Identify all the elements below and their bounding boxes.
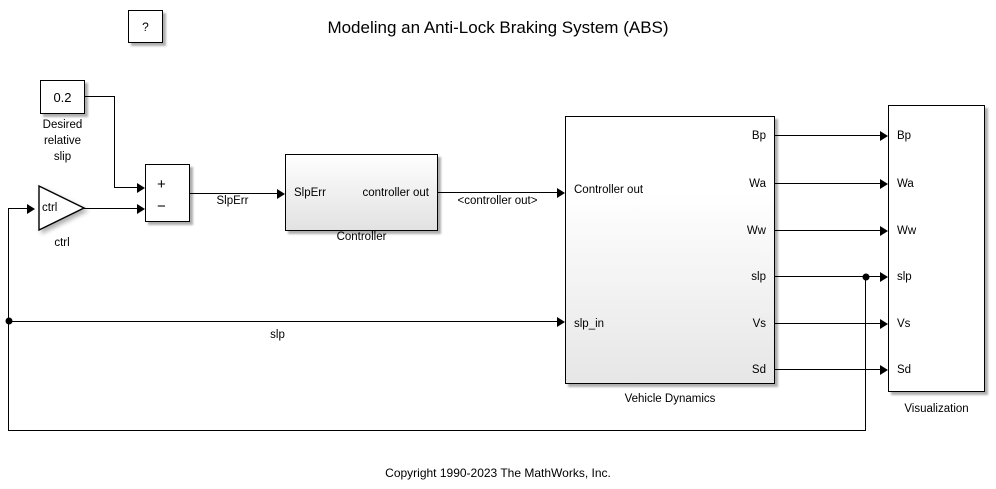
wire-gain-to-sum bbox=[84, 208, 137, 210]
wire-sd bbox=[775, 369, 880, 371]
signal-label-slperr: SlpErr bbox=[216, 195, 249, 207]
vehicle-output-port-vs: Vs bbox=[752, 318, 766, 330]
controller-input-port-label: SlpErr bbox=[294, 187, 326, 199]
arrow-viz-vs-input bbox=[880, 319, 888, 329]
gain-block-value: ctrl bbox=[42, 202, 58, 214]
wire-vs bbox=[775, 323, 880, 325]
wire-controller-to-vehicle bbox=[438, 192, 557, 194]
signal-label-slp: slp bbox=[270, 329, 285, 341]
help-button[interactable]: ? bbox=[128, 10, 163, 43]
constant-value: 0.2 bbox=[53, 89, 72, 105]
question-mark-icon: ? bbox=[142, 19, 149, 34]
arrow-gain-input bbox=[27, 204, 35, 214]
vehicle-input-port-slp-in: slp_in bbox=[574, 318, 605, 330]
wire-slp-feedback-bottom bbox=[8, 430, 866, 432]
arrow-viz-sd-input bbox=[880, 365, 888, 375]
gain-block-caption: ctrl bbox=[54, 237, 70, 249]
viz-input-port-sd: Sd bbox=[897, 364, 912, 376]
arrow-sum-minus-input bbox=[137, 204, 145, 214]
vehicle-output-port-bp: Bp bbox=[751, 130, 766, 142]
wire-slp-out bbox=[775, 276, 880, 278]
signal-label-controller-out: <controller out> bbox=[457, 195, 538, 207]
constant-block-caption-line1: Desired bbox=[42, 119, 83, 131]
viz-input-port-ww: Ww bbox=[897, 225, 917, 237]
controller-output-port-label: controller out bbox=[362, 187, 429, 199]
vehicle-output-port-ww: Ww bbox=[746, 225, 766, 237]
wire-constant-to-sum-h2 bbox=[114, 187, 137, 189]
vehicle-output-port-wa: Wa bbox=[749, 178, 766, 190]
visualization-block-caption: Visualization bbox=[904, 403, 969, 415]
viz-input-port-wa: Wa bbox=[897, 178, 914, 190]
constant-block-caption-line2: relative bbox=[43, 135, 82, 147]
wire-constant-to-sum-h1 bbox=[85, 96, 115, 98]
arrow-viz-wa-input bbox=[880, 179, 888, 189]
constant-block-desired-slip[interactable]: 0.2 bbox=[40, 80, 85, 114]
wire-bp bbox=[775, 135, 880, 137]
wire-wa bbox=[775, 183, 880, 185]
arrow-vehicle-controller-out-input bbox=[557, 188, 565, 198]
constant-block-caption-line3: slip bbox=[53, 151, 72, 163]
arrow-vehicle-slp-in-input bbox=[557, 317, 565, 327]
arrow-controller-input bbox=[277, 189, 285, 199]
viz-input-port-slp: slp bbox=[897, 271, 912, 283]
vehicle-input-port-controller-out: Controller out bbox=[574, 184, 644, 196]
viz-input-port-bp: Bp bbox=[897, 130, 912, 142]
sum-minus-sign: − bbox=[157, 198, 166, 215]
arrow-viz-ww-input bbox=[880, 226, 888, 236]
wire-slp-to-vehicle-slp-in bbox=[8, 321, 557, 323]
viz-input-port-vs: Vs bbox=[897, 318, 911, 330]
controller-subsystem-block[interactable]: SlpErr controller out bbox=[285, 154, 438, 231]
vehicle-dynamics-block-caption: Vehicle Dynamics bbox=[624, 393, 716, 405]
wire-sum-to-controller bbox=[190, 193, 277, 195]
sum-block[interactable]: + − bbox=[145, 164, 190, 222]
wire-slp-feedback-v bbox=[865, 276, 867, 431]
vehicle-output-port-slp: slp bbox=[751, 271, 766, 283]
controller-block-caption: Controller bbox=[336, 231, 387, 243]
arrow-sum-plus-input bbox=[137, 183, 145, 193]
arrow-viz-bp-input bbox=[880, 131, 888, 141]
visualization-subsystem-block[interactable]: Bp Wa Ww slp Vs Sd bbox=[888, 105, 985, 392]
wire-feedback-to-gain-h bbox=[8, 208, 28, 210]
arrow-viz-slp-input bbox=[880, 272, 888, 282]
page-title: Modeling an Anti-Lock Braking System (AB… bbox=[327, 18, 669, 37]
sum-plus-sign: + bbox=[157, 176, 166, 193]
wire-constant-to-sum-v bbox=[114, 96, 116, 188]
vehicle-dynamics-subsystem-block[interactable]: Controller out slp_in Bp Wa Ww slp Vs Sd bbox=[565, 116, 775, 384]
vehicle-output-port-sd: Sd bbox=[751, 364, 766, 376]
wire-ww bbox=[775, 230, 880, 232]
copyright-text: Copyright 1990-2023 The MathWorks, Inc. bbox=[385, 466, 611, 480]
gain-block-ctrl[interactable]: ctrl bbox=[38, 184, 86, 232]
